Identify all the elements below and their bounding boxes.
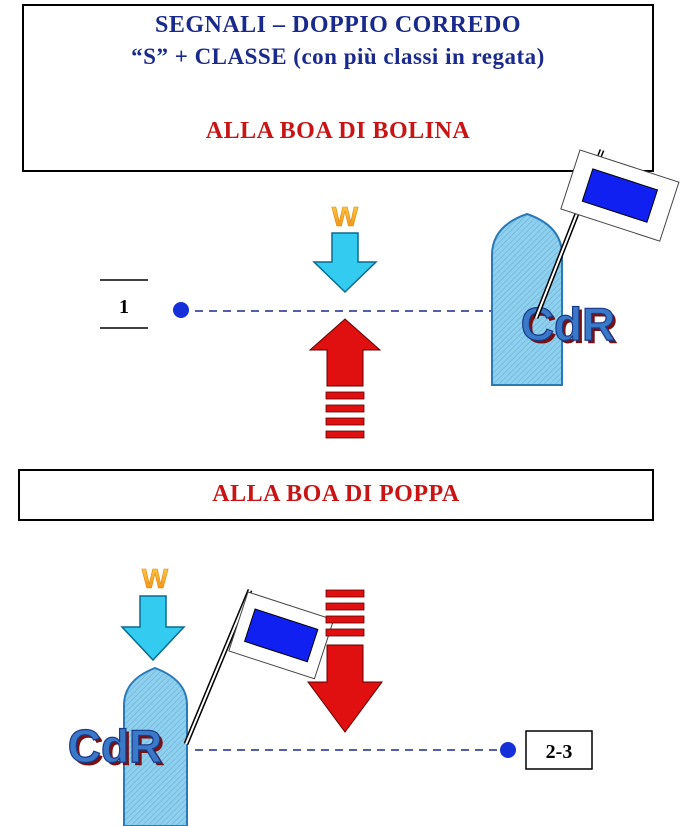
downwind-flag-pole-highlight [185,589,251,745]
upwind-mark-buoy [173,302,189,318]
downwind-mark-box [525,730,593,770]
upwind-wind-label: W [332,201,359,232]
title-line-1: SEGNALI – DOPPIO CORREDO [154,12,522,38]
downwind-class-flag [228,591,335,680]
downwind-wind-label: W [142,563,169,594]
downwind-mark-buoy [500,742,516,758]
upwind-course-dash [325,430,365,439]
downwind-course-dash [325,589,365,598]
downwind-scene: W CdR CdR 2-3 [67,563,593,826]
downwind-mark-label: 2-3 [546,741,573,763]
header-box: SEGNALI – DOPPIO CORREDO “S” + CLASSE (c… [22,4,654,172]
downwind-course-dash [325,602,365,611]
section-downwind-title: ALLA BOA DI POPPA [212,481,460,507]
upwind-committee-label: CdR [521,298,616,350]
upwind-scene: 1 W CdR CdR [100,149,680,439]
downwind-box: ALLA BOA DI POPPA [18,469,654,521]
downwind-wind-arrow [120,595,186,662]
upwind-course-dash [325,404,365,413]
downwind-committee-label: CdR [68,720,163,772]
downwind-committee-boat [123,666,188,826]
upwind-wind-arrow [312,232,378,294]
downwind-committee-shadow: CdR [71,723,166,775]
downwind-course-dash [325,615,365,624]
upwind-mark-label: 1 [119,296,129,318]
upwind-course-arrow [308,318,382,387]
downwind-course-dash [325,628,365,637]
upwind-class-flag [560,149,680,242]
downwind-course-arrow [307,644,383,733]
upwind-course-dash [325,391,365,400]
section-upwind-title: ALLA BOA DI BOLINA [205,118,471,144]
upwind-course-dash [325,417,365,426]
title-line-2: “S” + CLASSE (con più classi in regata) [131,44,545,69]
